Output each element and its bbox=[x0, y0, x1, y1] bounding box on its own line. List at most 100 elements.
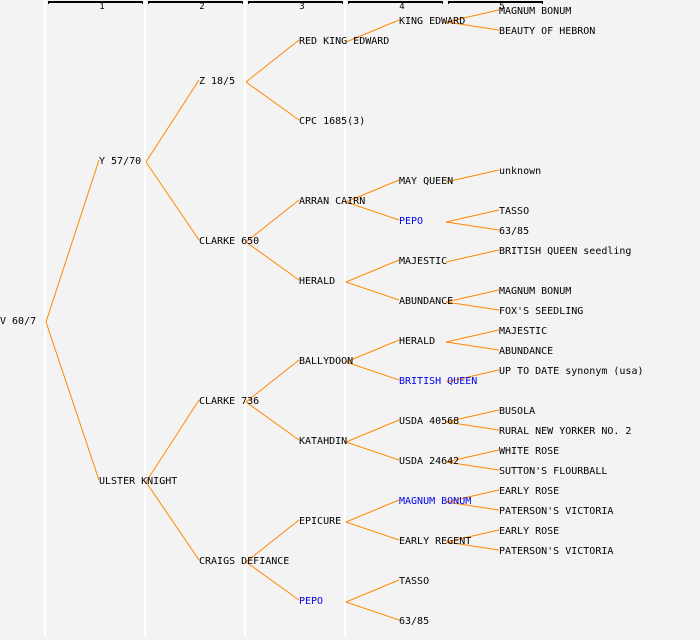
column-divider bbox=[44, 0, 46, 637]
connector-line bbox=[245, 199, 300, 243]
connector-line bbox=[245, 561, 300, 601]
ancestor-node: CLARKE 736 bbox=[199, 396, 260, 407]
ancestor-node: ABUNDANCE bbox=[499, 346, 554, 357]
generation-label-3: 3 bbox=[299, 2, 305, 12]
ancestor-node: KING EDWARD bbox=[399, 16, 466, 27]
ancestor-node: 63/85 bbox=[399, 616, 430, 627]
ancestor-node: MAJESTIC bbox=[499, 326, 548, 337]
ancestor-node: WHITE ROSE bbox=[499, 446, 560, 457]
ancestor-node: EARLY ROSE bbox=[499, 526, 560, 537]
connector-line bbox=[445, 369, 500, 383]
ancestor-node: KATAHDIN bbox=[299, 436, 348, 447]
ancestor-node[interactable]: PEPO bbox=[399, 216, 424, 227]
connector-line bbox=[445, 301, 500, 311]
connector-line bbox=[445, 21, 500, 31]
ancestor-node: ULSTER KNIGHT bbox=[99, 476, 178, 487]
connector-line bbox=[445, 209, 500, 223]
ancestor-node: HERALD bbox=[299, 276, 336, 287]
connector-line bbox=[345, 259, 400, 283]
connector-line bbox=[445, 341, 500, 351]
connector-line bbox=[345, 281, 400, 301]
generation-label-1: 1 bbox=[99, 2, 105, 12]
connector-line bbox=[245, 241, 300, 281]
ancestor-node: BEAUTY OF HEBRON bbox=[499, 26, 596, 37]
ancestor-node: USDA 40568 bbox=[399, 416, 460, 427]
connector-line bbox=[445, 409, 500, 423]
connector-line bbox=[445, 421, 500, 431]
ancestor-node: ABUNDANCE bbox=[399, 296, 454, 307]
ancestor-node: RURAL NEW YORKER NO. 2 bbox=[499, 426, 632, 437]
connector-line bbox=[145, 79, 200, 163]
ancestor-node: Y 57/70 bbox=[99, 156, 142, 167]
connector-line bbox=[345, 361, 400, 381]
ancestor-node: PATERSON'S VICTORIA bbox=[499, 546, 614, 557]
connector-line bbox=[445, 501, 500, 511]
generation-bracket-3 bbox=[248, 1, 343, 4]
ancestor-node[interactable]: BRITISH QUEEN bbox=[399, 376, 478, 387]
connector-line bbox=[445, 329, 500, 343]
ancestor-node: USDA 24642 bbox=[399, 456, 460, 467]
connector-line bbox=[45, 159, 100, 323]
connector-line bbox=[245, 81, 300, 121]
ancestor-node: BUSOLA bbox=[499, 406, 536, 417]
connector-line bbox=[445, 249, 500, 263]
ancestor-node: Z 18/5 bbox=[199, 76, 236, 87]
ancestor-node: MAGNUM BONUM bbox=[499, 286, 572, 297]
connector-line bbox=[445, 461, 500, 471]
connector-line bbox=[345, 521, 400, 541]
column-divider bbox=[244, 0, 246, 637]
connector-line bbox=[445, 9, 500, 23]
connector-line bbox=[45, 321, 100, 481]
ancestor-node: MAGNUM BONUM bbox=[499, 6, 572, 17]
connector-line bbox=[345, 419, 400, 443]
ancestor-node: BALLYDOON bbox=[299, 356, 354, 367]
ancestor-node: HERALD bbox=[399, 336, 436, 347]
connector-line bbox=[345, 19, 400, 43]
ancestor-node: CLARKE 650 bbox=[199, 236, 260, 247]
connector-line bbox=[145, 161, 200, 241]
generation-label-5: 5 bbox=[499, 2, 505, 12]
connector-line bbox=[145, 481, 200, 561]
ancestor-node: 63/85 bbox=[499, 226, 530, 237]
root-node: V 60/7 bbox=[0, 316, 37, 327]
ancestor-node: CRAIGS DEFIANCE bbox=[199, 556, 290, 567]
ancestor-node: FOX'S SEEDLING bbox=[499, 306, 584, 317]
connector-line bbox=[245, 401, 300, 441]
ancestor-node[interactable]: MAGNUM BONUM bbox=[399, 496, 472, 507]
ancestor-node[interactable]: PEPO bbox=[299, 596, 324, 607]
connector-line bbox=[245, 359, 300, 403]
ancestor-node: BRITISH QUEEN seedling bbox=[499, 246, 632, 257]
generation-label-4: 4 bbox=[399, 2, 405, 12]
connector-line bbox=[145, 399, 200, 483]
connector-line bbox=[445, 449, 500, 463]
column-divider bbox=[144, 0, 146, 637]
ancestor-node: MAY QUEEN bbox=[399, 176, 454, 187]
connector-line bbox=[345, 179, 400, 203]
connector-line bbox=[345, 601, 400, 621]
ancestor-node: ARRAN CAIRN bbox=[299, 196, 366, 207]
generation-bracket-4 bbox=[348, 1, 443, 4]
connector-line bbox=[445, 529, 500, 543]
ancestor-node: UP TO DATE synonym (usa) bbox=[499, 366, 644, 377]
connector-line bbox=[445, 221, 500, 231]
ancestor-node: RED KING EDWARD bbox=[299, 36, 390, 47]
ancestor-node: EARLY ROSE bbox=[499, 486, 560, 497]
generation-bracket-1 bbox=[48, 1, 143, 4]
connector-line bbox=[345, 201, 400, 221]
connector-line bbox=[345, 441, 400, 461]
ancestor-node: EPICURE bbox=[299, 516, 342, 527]
ancestor-node: MAJESTIC bbox=[399, 256, 448, 267]
connector-line bbox=[445, 489, 500, 503]
connector-line bbox=[245, 39, 300, 83]
ancestor-node: TASSO bbox=[399, 576, 430, 587]
ancestor-node: CPC 1685(3) bbox=[299, 116, 366, 127]
ancestor-node: TASSO bbox=[499, 206, 530, 217]
generation-bracket-2 bbox=[148, 1, 243, 4]
connector-line bbox=[445, 169, 500, 183]
connector-line bbox=[345, 499, 400, 523]
connector-line bbox=[445, 541, 500, 551]
connector-line bbox=[345, 339, 400, 363]
generation-bracket-5 bbox=[448, 1, 543, 4]
